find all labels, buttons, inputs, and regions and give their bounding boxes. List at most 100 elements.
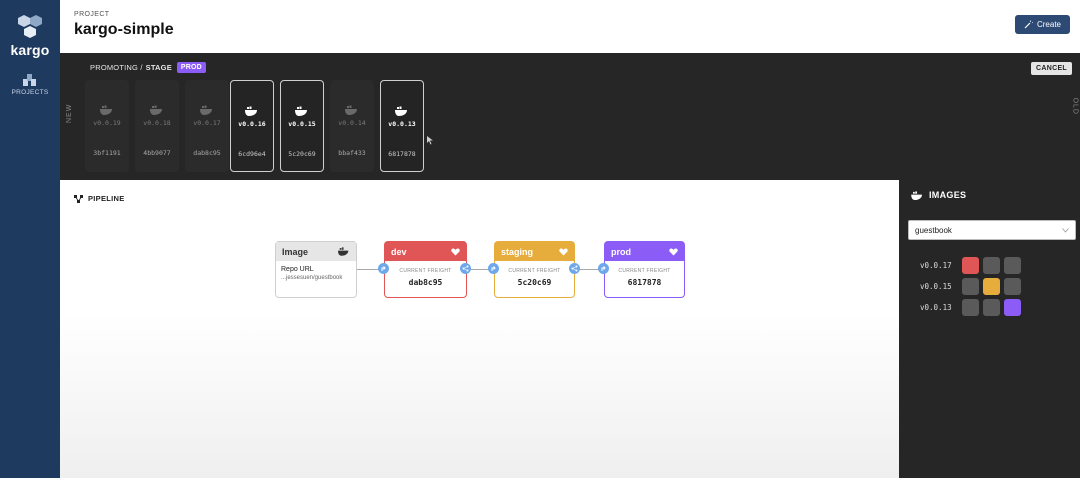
- stage-name: prod: [611, 246, 631, 257]
- old-label: OLD: [1071, 97, 1078, 115]
- promoting-label: PROMOTING /: [90, 63, 143, 72]
- pipeline-edge: [467, 269, 494, 270]
- stage-node-staging[interactable]: staging CURRENT FREIGHT 5c20c69: [494, 241, 575, 298]
- nav-projects-label: PROJECTS: [11, 89, 49, 96]
- page-title: kargo-simple: [74, 21, 174, 38]
- docker-whale-icon: [200, 105, 212, 115]
- docker-whale-icon: [911, 190, 922, 200]
- docker-whale-icon: [150, 105, 162, 115]
- freight-card[interactable]: v0.0.17 dab8c95: [185, 80, 229, 172]
- freight-card-selected[interactable]: v0.0.15 5c20c69: [280, 80, 324, 172]
- stage-cell-prod[interactable]: [1004, 278, 1021, 295]
- projects-icon: [23, 74, 37, 86]
- freight-version: v0.0.15: [288, 120, 316, 128]
- promote-arrow-icon: [491, 266, 496, 271]
- stage-cell-prod[interactable]: [1004, 257, 1021, 274]
- sidebar: kargo PROJECTS: [0, 0, 60, 478]
- image-node[interactable]: Image Repo URL ...jessesuen/guestbook: [275, 241, 357, 298]
- freight-card-selected[interactable]: v0.0.13 6817878: [380, 80, 424, 172]
- stage-cell-dev[interactable]: [962, 278, 979, 295]
- freight-card[interactable]: v0.0.18 4bb9077: [135, 80, 179, 172]
- promotion-heading: PROMOTING / STAGE PROD: [90, 62, 206, 73]
- stage-node-header: prod: [605, 242, 684, 261]
- stage-node-prod[interactable]: prod CURRENT FREIGHT 6817878: [604, 241, 685, 298]
- freight-card[interactable]: v0.0.19 3bf1191: [85, 80, 129, 172]
- docker-whale-icon: [245, 106, 257, 116]
- nav-projects[interactable]: PROJECTS: [11, 74, 48, 96]
- freight-sha: 6817878: [388, 150, 416, 158]
- pipeline-title: PIPELINE: [88, 194, 125, 203]
- share-nodes-icon: [571, 265, 578, 272]
- stage-cell-dev[interactable]: [962, 257, 979, 274]
- new-label: NEW: [66, 103, 73, 123]
- freight-version: v0.0.17: [193, 119, 221, 127]
- promote-button-prod[interactable]: [598, 263, 609, 274]
- brand-name: kargo: [10, 42, 50, 58]
- stage-node-body: CURRENT FREIGHT 6817878: [605, 261, 684, 287]
- current-freight-sha: 6817878: [627, 278, 662, 287]
- promote-button-staging[interactable]: [488, 263, 499, 274]
- current-freight-sha: 5c20c69: [517, 278, 552, 287]
- stage-node-header: staging: [495, 242, 574, 261]
- stage-cell-staging[interactable]: [983, 278, 1000, 295]
- freight-card-selected[interactable]: v0.0.16 6cd96e4: [230, 80, 274, 172]
- magic-wand-icon: [1024, 20, 1033, 29]
- stage-node-body: CURRENT FREIGHT 5c20c69: [495, 261, 574, 287]
- image-node-body: Repo URL ...jessesuen/guestbook: [276, 261, 356, 286]
- stage-node-dev[interactable]: dev CURRENT FREIGHT dab8c95: [384, 241, 467, 298]
- freight-version: v0.0.18: [143, 119, 171, 127]
- stage-node-body: CURRENT FREIGHT dab8c95: [385, 261, 466, 287]
- freight-sha: dab8c95: [193, 149, 221, 157]
- create-button[interactable]: Create: [1015, 15, 1070, 34]
- image-node-header: Image: [276, 242, 356, 261]
- stage-cell-dev[interactable]: [962, 299, 979, 316]
- docker-whale-icon: [338, 247, 349, 256]
- docker-whale-icon: [100, 105, 112, 115]
- promote-button-dev[interactable]: [378, 263, 389, 274]
- docker-whale-icon: [395, 106, 407, 116]
- images-title: IMAGES: [929, 190, 967, 200]
- share-nodes-icon: [462, 265, 469, 272]
- project-label: PROJECT: [74, 11, 110, 18]
- heart-icon: [451, 248, 460, 255]
- freight-version: v0.0.13: [388, 120, 416, 128]
- promotion-panel: PROMOTING / STAGE PROD CANCEL NEW OLD v0…: [60, 53, 1080, 180]
- image-version-row: v0.0.17: [920, 257, 1025, 274]
- docker-whale-icon: [345, 105, 357, 115]
- freight-version: v0.0.16: [238, 120, 266, 128]
- current-freight-label: CURRENT FREIGHT: [399, 268, 452, 274]
- image-node-title: Image: [282, 246, 309, 257]
- stage-cell-staging[interactable]: [983, 257, 1000, 274]
- mouse-cursor-icon: [427, 136, 433, 145]
- create-button-label: Create: [1036, 20, 1061, 29]
- pipeline-edge: [357, 269, 384, 270]
- image-select-value: guestbook: [915, 225, 952, 235]
- cancel-button[interactable]: CANCEL: [1031, 62, 1072, 75]
- image-version-row: v0.0.13: [920, 299, 1025, 316]
- pipeline-edge: [575, 269, 604, 270]
- freight-card[interactable]: v0.0.14 bbaf433: [330, 80, 374, 172]
- pipeline-icon: [74, 194, 83, 203]
- freight-sha: 5c20c69: [288, 150, 316, 158]
- share-button-dev[interactable]: [460, 263, 471, 274]
- share-button-staging[interactable]: [569, 263, 580, 274]
- stage-label: STAGE: [145, 63, 172, 72]
- promote-arrow-icon: [381, 266, 386, 271]
- images-panel: IMAGES guestbook v0.0.17 v0.0.15 v0.0.13: [899, 180, 1080, 478]
- freight-sha: 4bb9077: [143, 149, 171, 157]
- freight-version: v0.0.14: [338, 119, 366, 127]
- heart-icon: [669, 248, 678, 255]
- stage-cell-staging[interactable]: [983, 299, 1000, 316]
- images-heading: IMAGES: [911, 190, 966, 200]
- pipeline-canvas: PIPELINE Image Repo URL ...jessesuen/gue…: [60, 180, 899, 478]
- image-version: v0.0.15: [920, 282, 952, 291]
- chevron-down-icon: [1062, 227, 1069, 233]
- pipeline-heading: PIPELINE: [74, 194, 125, 203]
- stage-cell-prod[interactable]: [1004, 299, 1021, 316]
- promote-arrow-icon: [601, 266, 606, 271]
- heart-icon: [559, 248, 568, 255]
- kargo-logo-icon: [18, 15, 42, 38]
- freight-sha: 3bf1191: [93, 149, 121, 157]
- header: PROJECT kargo-simple Create: [60, 0, 1080, 53]
- image-select[interactable]: guestbook: [908, 220, 1076, 240]
